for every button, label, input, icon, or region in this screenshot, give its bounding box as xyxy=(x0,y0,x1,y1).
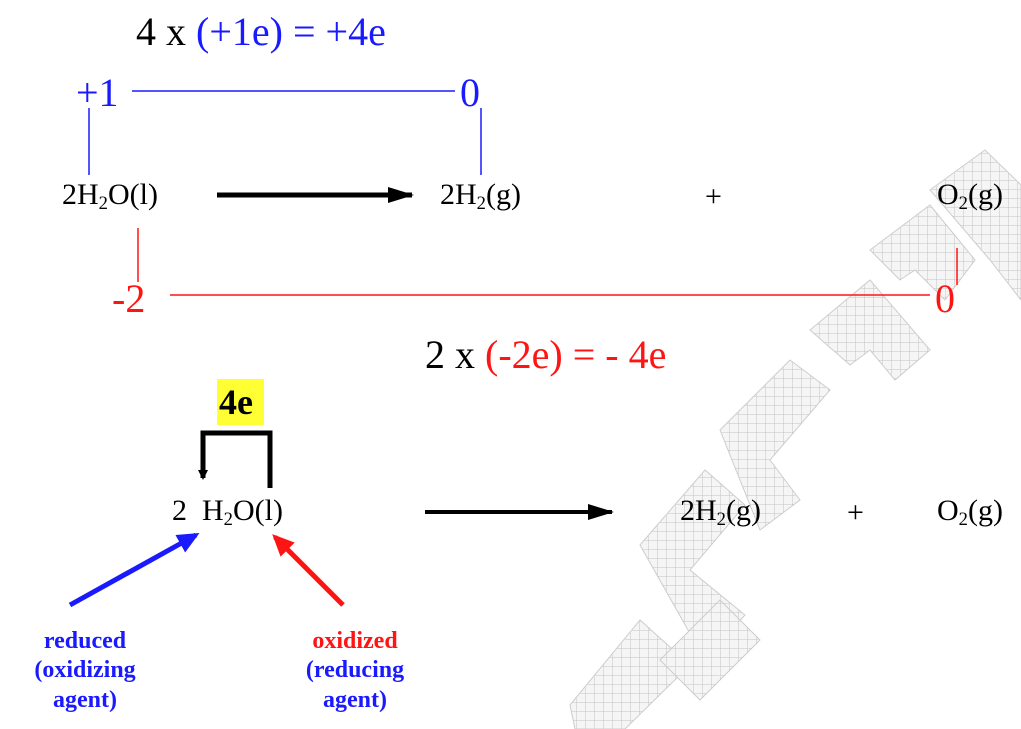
o-oxidation-state-before: -2 xyxy=(112,276,146,321)
top-product-oxygen: O2(g) xyxy=(937,178,1003,215)
o-oxidation-state-after: 0 xyxy=(935,276,955,321)
loss-value: (-2e) = - 4e xyxy=(485,332,667,377)
reduced-pointer-arrow xyxy=(68,532,200,608)
loss-multiplier: 2 x xyxy=(425,332,485,377)
bottom-reactant-water: 2 H2O(l) xyxy=(172,494,283,531)
electron-gain-equation: 4 x (+1e) = +4e xyxy=(136,12,386,52)
top-product-hydrogen: 2H2(g) xyxy=(440,178,521,215)
top-plus-sign: + xyxy=(705,180,722,213)
reduced-label: reduced (oxidizing agent) xyxy=(34,628,136,713)
oxidized-pointer-arrow xyxy=(272,534,345,607)
electron-transfer-arrow xyxy=(198,430,273,488)
oxidized-label: oxidized (reducing agent) xyxy=(305,628,405,713)
gain-value: (+1e) = +4e xyxy=(196,9,386,54)
hydrogen-bracket xyxy=(88,90,482,175)
top-reactant-water: 2H2O(l) xyxy=(62,178,158,215)
electrons-badge: 4e xyxy=(219,382,253,422)
electrons-highlight xyxy=(217,379,264,425)
h-oxidation-state-before: +1 xyxy=(76,70,119,115)
oxygen-bracket xyxy=(137,228,958,296)
bottom-product-oxygen: O2(g) xyxy=(937,494,1003,531)
electron-loss-equation: 2 x (-2e) = - 4e xyxy=(425,335,666,375)
h-oxidation-state-after: 0 xyxy=(460,70,480,115)
gain-multiplier: 4 x xyxy=(136,9,196,54)
bottom-product-hydrogen: 2H2(g) xyxy=(680,494,761,531)
bottom-plus-sign: + xyxy=(847,496,864,529)
